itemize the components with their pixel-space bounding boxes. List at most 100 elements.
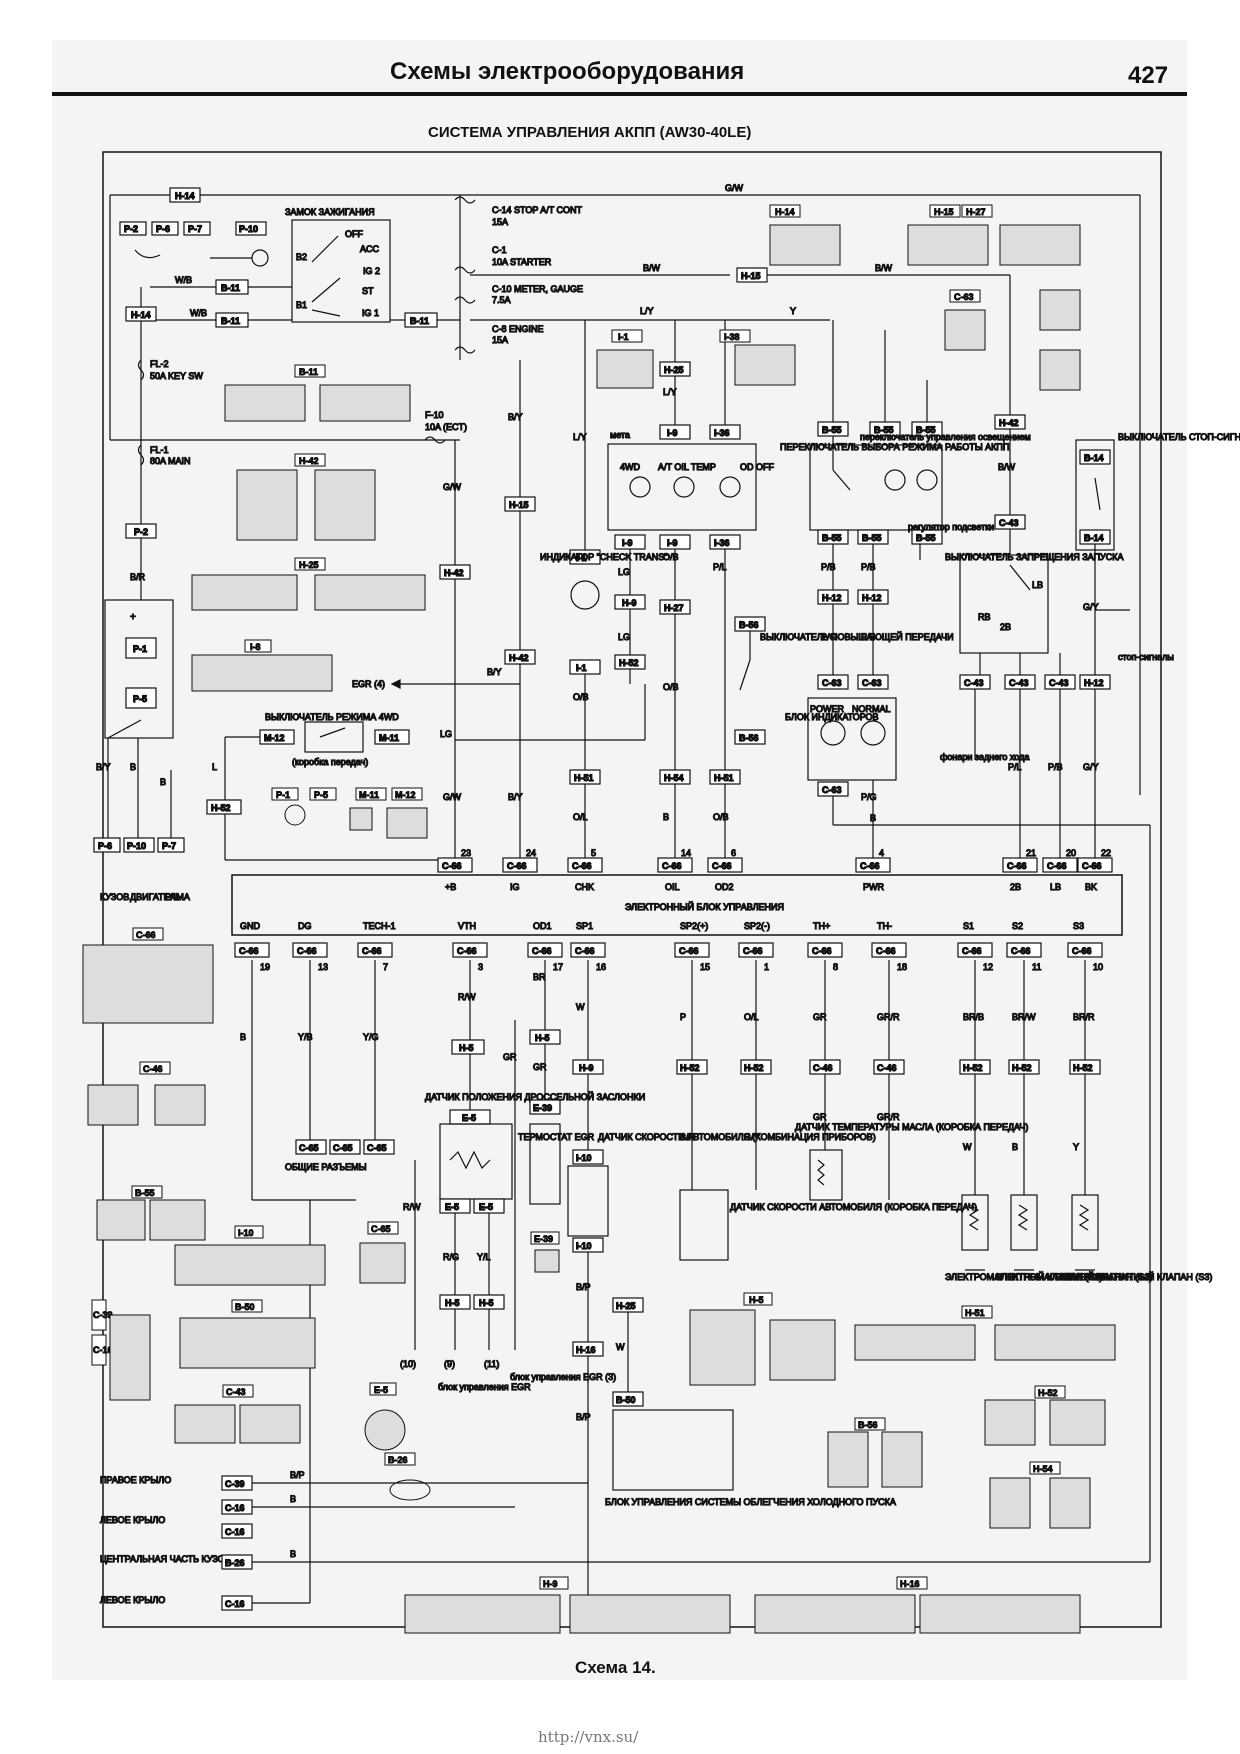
svg-text:O/B: O/B	[663, 682, 679, 692]
svg-text:ПЕРЕКЛЮЧАТЕЛЬ ВЫБОРА РЕЖИМА РА: ПЕРЕКЛЮЧАТЕЛЬ ВЫБОРА РЕЖИМА РАБОТЫ АКПП	[780, 442, 1009, 452]
svg-text:P-7: P-7	[188, 224, 202, 234]
ecu-pin-number: 6	[731, 848, 736, 858]
battery-block	[104, 599, 174, 739]
ecu-connector-label: C-66	[1072, 946, 1092, 956]
ecu-pin-number: 19	[260, 962, 270, 972]
svg-text:H-5: H-5	[535, 1033, 550, 1043]
ecu-connector-label: C-66	[743, 946, 763, 956]
svg-text:B-55: B-55	[822, 533, 842, 543]
svg-text:G/W: G/W	[443, 792, 462, 802]
svg-text:H-14: H-14	[131, 310, 151, 320]
svg-text:ОБЩИЕ РАЗЪЕМЫ: ОБЩИЕ РАЗЪЕМЫ	[285, 1162, 367, 1172]
svg-text:P-5: P-5	[314, 790, 328, 800]
svg-text:10A STARTER: 10A STARTER	[492, 257, 552, 267]
svg-text:B-55: B-55	[862, 533, 882, 543]
ecu-pin-number: 17	[553, 962, 563, 972]
egr-thermostat	[529, 1123, 561, 1205]
ecu-connector-label: C-66	[876, 946, 896, 956]
svg-text:C-8 ENGINE: C-8 ENGINE	[492, 324, 544, 334]
ecu-pin-number: 3	[478, 962, 483, 972]
svg-text:B-55: B-55	[874, 425, 894, 435]
svg-text:H-27: H-27	[966, 207, 986, 217]
ecu-connector-label: C-66	[712, 861, 732, 871]
ecu-pin-name: GND	[240, 921, 261, 931]
svg-text:LG: LG	[618, 567, 630, 577]
svg-text:ИНДИКАТОР "CHECK TRANS": ИНДИКАТОР "CHECK TRANS"	[540, 552, 667, 562]
svg-text:B/W: B/W	[643, 263, 661, 273]
svg-text:G/Y: G/Y	[1083, 762, 1099, 772]
svg-text:C-16: C-16	[93, 1345, 113, 1355]
ecu-connector-label: C-66	[572, 861, 592, 871]
svg-text:H-12: H-12	[862, 593, 882, 603]
svg-text:БЛОК ИНДИКАТОРОВ: БЛОК ИНДИКАТОРОВ	[785, 712, 879, 722]
connector-h14-top	[169, 187, 201, 203]
ecu-pin-number: 22	[1101, 848, 1111, 858]
svg-text:P-10: P-10	[239, 224, 258, 234]
svg-text:H-9: H-9	[579, 1063, 594, 1073]
check-trans-lamp	[570, 580, 600, 610]
ecu-connector-label: C-66	[1011, 946, 1031, 956]
svg-text:I-9: I-9	[667, 538, 678, 548]
ecu-pin-number: 7	[383, 962, 388, 972]
svg-text:F-10: F-10	[425, 410, 444, 420]
svg-text:ДАТЧИК ПОЛОЖЕНИЯ ДРОССЕЛЬНОЙ З: ДАТЧИК ПОЛОЖЕНИЯ ДРОССЕЛЬНОЙ ЗАСЛОНКИ	[425, 1091, 645, 1102]
ecu-connector-label: C-66	[812, 946, 832, 956]
ecu-connector-bottom	[738, 942, 774, 958]
svg-text:O/B: O/B	[573, 692, 589, 702]
svg-text:B/Y: B/Y	[96, 762, 111, 772]
svg-text:15A: 15A	[492, 217, 508, 227]
ecu-connector-bottom	[452, 942, 488, 958]
ecu-pin-name: OD1	[533, 921, 552, 931]
svg-text:B-11: B-11	[299, 367, 318, 377]
svg-text:C-43: C-43	[1009, 678, 1029, 688]
ecu-pin-name: PWR	[863, 882, 884, 892]
svg-text:C-65: C-65	[371, 1224, 391, 1234]
svg-text:GR: GR	[813, 1112, 827, 1122]
svg-text:C-43: C-43	[226, 1387, 246, 1397]
ecu-pin-name: TH+	[813, 921, 830, 931]
svg-text:H-42: H-42	[509, 653, 529, 663]
svg-text:ДАТЧИК СКОРОСТИ АВТОМОБИЛЯ (КО: ДАТЧИК СКОРОСТИ АВТОМОБИЛЯ (КОМБИНАЦИЯ П…	[598, 1132, 876, 1142]
svg-text:E-5: E-5	[462, 1113, 476, 1123]
ecu-connector-bottom	[570, 942, 606, 958]
svg-text:H-52: H-52	[619, 658, 639, 668]
ecu-pin-name: S2	[1012, 921, 1023, 931]
svg-text:P: P	[680, 1012, 686, 1022]
svg-text:C-65: C-65	[299, 1143, 319, 1153]
svg-text:P-6: P-6	[156, 224, 170, 234]
svg-text:B/Y: B/Y	[487, 667, 502, 677]
svg-text:4WD: 4WD	[620, 462, 641, 472]
svg-text:C-39: C-39	[93, 1310, 113, 1320]
connector-pictograms: H-14 H-15 H-27 C-63 I-1 I-38 B-11 H-42 H…	[82, 204, 1116, 1634]
ecu-connector-bottom	[292, 942, 328, 958]
ecu-connector-top	[657, 857, 693, 873]
ecu-connector-label: C-66	[532, 946, 552, 956]
svg-text:P/B: P/B	[861, 562, 876, 572]
svg-text:B: B	[663, 812, 669, 822]
svg-text:G/Y: G/Y	[1083, 602, 1099, 612]
svg-text:B/P: B/P	[576, 1282, 591, 1292]
meter-cluster	[607, 443, 757, 531]
svg-text:B/R: B/R	[680, 1132, 696, 1142]
svg-text:FL-2: FL-2	[150, 359, 169, 369]
svg-text:L/Y: L/Y	[663, 387, 677, 397]
ecu-pin-number: 11	[1032, 962, 1041, 972]
svg-text:H-27: H-27	[664, 603, 684, 613]
ecu-connector-top	[1077, 857, 1113, 873]
svg-text:GR/R: GR/R	[877, 1112, 900, 1122]
svg-text:мета: мета	[610, 430, 630, 440]
svg-text:10A (ECT): 10A (ECT)	[425, 422, 467, 432]
ecu-pin-name: TH-	[877, 921, 892, 931]
speed-sensor-box	[679, 1189, 729, 1261]
svg-text:C-63: C-63	[822, 785, 842, 795]
throttle-sensor	[439, 1123, 513, 1200]
svg-text:C-43: C-43	[964, 678, 984, 688]
svg-text:ДАТЧИК ТЕМПЕРАТУРЫ МАСЛА (КОРО: ДАТЧИК ТЕМПЕРАТУРЫ МАСЛА (КОРОБКА ПЕРЕДА…	[795, 1122, 1028, 1132]
svg-text:C-46: C-46	[877, 1063, 897, 1073]
svg-text:P-7: P-7	[162, 841, 176, 851]
svg-text:H-12: H-12	[822, 593, 842, 603]
page-header-title: Схемы электрооборудования	[390, 58, 745, 85]
svg-text:H-51: H-51	[714, 773, 734, 783]
svg-text:NORMAL: NORMAL	[852, 704, 891, 714]
svg-text:OD OFF: OD OFF	[740, 462, 774, 472]
